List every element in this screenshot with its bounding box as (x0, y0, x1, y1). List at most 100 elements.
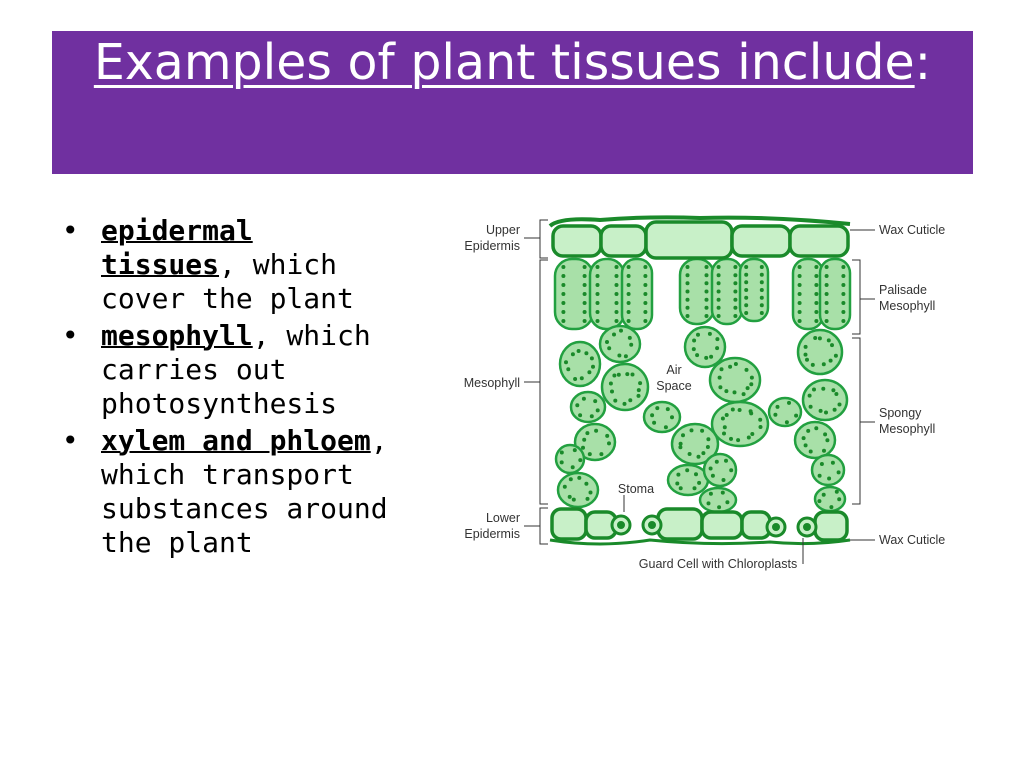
chloroplast-dot (587, 370, 592, 375)
chloroplast-dot (692, 486, 697, 491)
chloroplast-dot (814, 301, 819, 305)
chloroplast-dot (685, 468, 690, 473)
upper-epidermis-cells (551, 220, 850, 260)
chloroplast-dot (605, 340, 609, 344)
chloroplast-dot (837, 497, 842, 502)
chloroplast-dot (638, 381, 643, 386)
chloroplast-dot (643, 319, 648, 323)
chloroplast-dot (685, 281, 690, 286)
chloroplast-dot (715, 346, 720, 351)
chloroplast-dot (721, 478, 726, 482)
chloroplast-dot (719, 367, 724, 372)
chloroplast-dot (729, 468, 734, 473)
chloroplast-dot (595, 319, 600, 323)
chloroplast-dot (759, 311, 764, 315)
chloroplast-dot (803, 352, 808, 357)
chloroplast-dot (591, 364, 595, 369)
bullet-dot-icon: • (62, 214, 79, 247)
chloroplast-dot (607, 441, 611, 446)
chloroplast-dot (704, 297, 709, 302)
chloroplast-dot (704, 289, 709, 294)
chloroplast-dot (704, 314, 709, 318)
chloroplast-dot (704, 273, 709, 278)
chloroplast-dot (559, 450, 564, 455)
chloroplast-dot (819, 462, 824, 466)
chloroplast-dot (832, 407, 837, 412)
chloroplast-dot (728, 364, 733, 369)
chloroplast-dot (828, 358, 833, 363)
label-wax-cuticle-top: Wax Cuticle (879, 223, 945, 237)
chloroplast-dot (722, 431, 726, 436)
chloroplast-dot (814, 274, 819, 278)
chloroplast-dot (722, 425, 727, 430)
bullet-item-mesophyll: • mesophyll, which carries out photosynt… (62, 319, 402, 421)
chloroplast-dot (643, 283, 648, 287)
chloroplast-dot (571, 497, 576, 502)
chloroplast-dot (724, 413, 729, 417)
chloroplast-dot (797, 310, 802, 314)
chloroplast-dot (821, 492, 826, 497)
chloroplast-dot (801, 436, 806, 441)
chloroplast-dot (614, 283, 619, 287)
chloroplast-dot (758, 425, 763, 429)
chloroplast-dot (626, 319, 631, 323)
chloroplast-dot (685, 297, 690, 302)
chloroplast-dot (841, 292, 846, 296)
chloroplast-dot (561, 283, 566, 287)
chloroplast-dot (568, 477, 573, 482)
chloroplast-dot (582, 310, 587, 314)
chloroplast-dot (691, 347, 696, 352)
chloroplast-dot (807, 393, 812, 398)
chloroplast-dot (733, 273, 738, 278)
slide-title-text: Examples of plant tissues include (93, 34, 915, 91)
label-guard-cell: Guard Cell with Chloroplasts (639, 557, 797, 571)
chloroplast-dot (595, 292, 600, 296)
chloroplast-dot (626, 292, 631, 296)
chloroplast-dot (715, 337, 720, 342)
bullet-list: • epidermal tissues, which cover the pla… (62, 214, 402, 563)
chloroplast-dot (689, 428, 694, 433)
chloroplast-dot (584, 481, 589, 486)
chloroplast-dot (810, 362, 815, 367)
chloroplast-dot (578, 413, 583, 418)
chloroplast-dot (775, 404, 780, 409)
chloroplast-dot (813, 336, 818, 340)
chloroplast-dot (706, 501, 711, 506)
chloroplast-dot (797, 301, 802, 305)
chloroplast-dot (561, 301, 566, 305)
label-palisade-mesophyll: Palisade (879, 283, 927, 297)
chloroplast-dot (744, 295, 749, 300)
chloroplast-dot (708, 491, 713, 496)
chloroplast-dot (593, 399, 598, 404)
chloroplast-dot (717, 375, 722, 380)
chloroplast-dot (694, 472, 698, 477)
chloroplast-dot (572, 448, 577, 453)
chloroplast-dot (581, 396, 586, 401)
chloroplast-dot (814, 310, 819, 314)
chloroplast-dot (759, 295, 764, 300)
chloroplast-dot (613, 398, 618, 403)
bullet-text: , which transport substances around the … (101, 424, 388, 559)
chloroplast-dot (750, 432, 755, 436)
chloroplast-dot (773, 412, 778, 417)
slide-title: Examples of plant tissues include: (52, 34, 973, 92)
chloroplast-dot (612, 332, 616, 337)
chloroplast-dot (582, 319, 587, 323)
chloroplast-dot (716, 265, 721, 269)
label-stoma: Stoma (618, 482, 654, 496)
bullet-dot-icon: • (62, 424, 79, 457)
chloroplast-dot (692, 338, 697, 343)
bullet-term: mesophyll (101, 319, 253, 352)
chloroplast-dot (585, 496, 590, 501)
chloroplast-dot (595, 283, 600, 287)
chloroplast-dot (803, 344, 808, 349)
chloroplast-dot (759, 280, 764, 285)
chloroplast-dot (720, 416, 725, 421)
chloroplast-dot (570, 352, 575, 357)
chloroplast-dot (696, 454, 701, 459)
chloroplast-dot (759, 265, 764, 269)
chloroplast-dot (561, 265, 566, 269)
chloroplast-dot (626, 310, 631, 314)
chloroplast-dot (676, 472, 681, 477)
chloroplast-dot (834, 489, 839, 494)
